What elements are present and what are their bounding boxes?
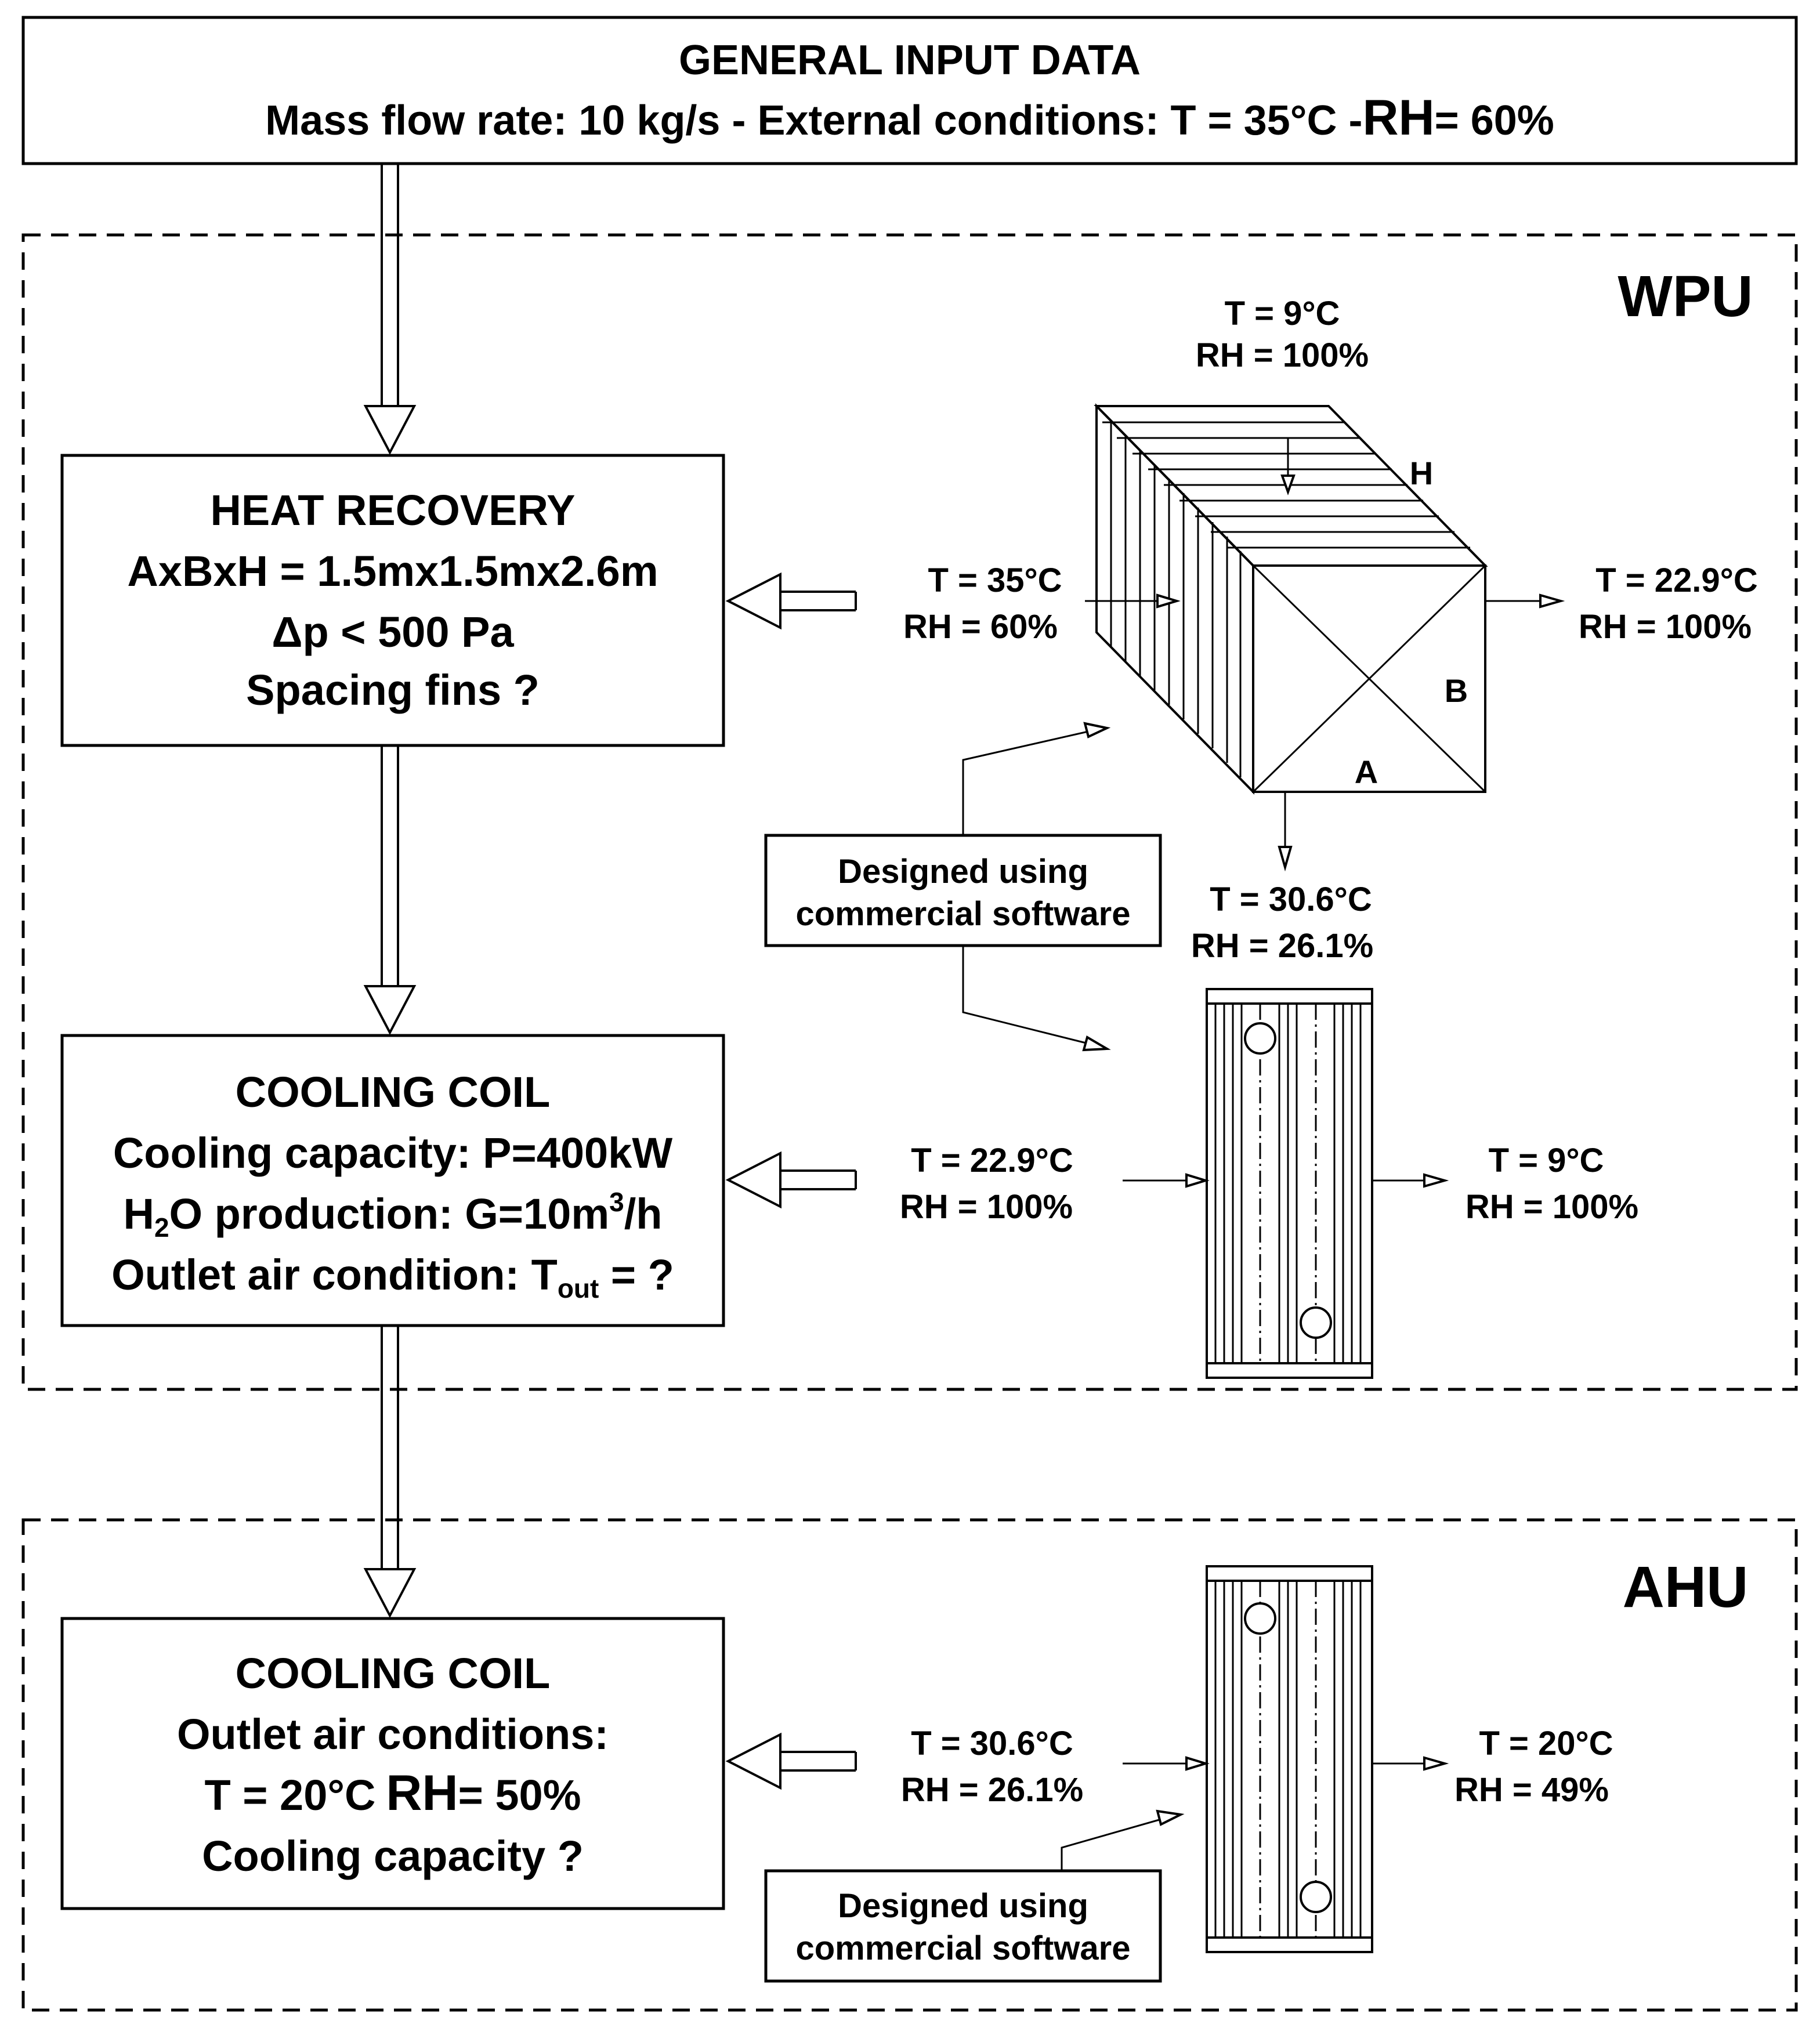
wpu-note-line1: Designed using (838, 853, 1088, 890)
hx-bottom-rh: RH = 26.1% (1191, 927, 1373, 965)
ahu-capacity-question: Cooling capacity ? (202, 1832, 584, 1880)
heat-recovery-box (60, 454, 725, 747)
hx-in-t: T = 35°C (928, 562, 1062, 599)
wpu-coil-drawing (1123, 988, 1449, 1379)
ahu-cooling-coil-title: COOLING COIL (236, 1649, 551, 1697)
wpu-coil-out-rh: RH = 100% (1466, 1188, 1638, 1226)
hx-label-h: H (1410, 455, 1433, 491)
hx-bottom-t: T = 30.6°C (1210, 881, 1372, 918)
heat-recovery-dims: AxBxH = 1.5mx1.5mx2.6m (127, 547, 658, 595)
wpu-software-note (764, 834, 1162, 947)
ahu-outlet-conditions: Outlet air conditions: (177, 1710, 609, 1758)
heat-recovery-dp: Δp < 500 Pa (272, 608, 514, 656)
general-line: Mass flow rate: 10 kg/s - External condi… (265, 90, 1554, 146)
arrow-wpu-to-ahu (363, 1326, 417, 1618)
arrow-ahu-coil-to-box (725, 1732, 857, 1790)
hx-label-a: A (1355, 754, 1378, 790)
arrow-hx-to-heat-recovery (725, 572, 857, 630)
ahu-note-connector (1061, 1809, 1185, 1871)
hx-label-b: B (1445, 672, 1468, 709)
wpu-cooling-coil-box (60, 1034, 725, 1327)
ahu-software-note (764, 1869, 1162, 1983)
ahu-coil-out-rh: RH = 49% (1454, 1771, 1609, 1809)
ahu-note-line1: Designed using (838, 1887, 1088, 1925)
wpu-coil-out-t: T = 9°C (1489, 1142, 1604, 1179)
wpu-cooling-capacity: Cooling capacity: P=400kW (113, 1129, 673, 1177)
hx-out-rh: RH = 100% (1579, 608, 1752, 646)
hx-out-t: T = 22.9°C (1595, 562, 1758, 599)
general-title: GENERAL INPUT DATA (679, 37, 1141, 84)
ahu-note-line2: commercial software (795, 1929, 1130, 1967)
hx-front-face (1252, 564, 1486, 793)
ahu-coil-out-t: T = 20°C (1479, 1725, 1613, 1762)
ahu-coil-in-rh: RH = 26.1% (901, 1771, 1083, 1809)
wpu-coil-in-t: T = 22.9°C (911, 1142, 1073, 1179)
general-input-box (21, 16, 1798, 165)
heat-recovery-question: Spacing fins ? (246, 666, 540, 714)
ahu-coil-in-t: T = 30.6°C (911, 1725, 1073, 1762)
ahu-label: AHU (1623, 1555, 1749, 1620)
heat-exchanger-drawing (1085, 403, 1565, 872)
hx-in-rh: RH = 60% (903, 608, 1058, 646)
arrow-general-to-heat-recovery (363, 164, 417, 455)
wpu-coil-in-rh: RH = 100% (900, 1188, 1073, 1226)
wpu-region (21, 233, 1798, 1391)
arrow-wpu-coil-to-cooling-coil (725, 1151, 857, 1209)
wpu-h2o-production: H2O production: G=10m3/h (124, 1187, 663, 1243)
ahu-coil-drawing (1123, 1565, 1449, 1953)
hx-top-rh: RH = 100% (1196, 336, 1369, 374)
wpu-note-connectors (962, 722, 1111, 1052)
wpu-outlet-condition: Outlet air condition: Tout = ? (111, 1251, 674, 1303)
ahu-region (21, 1518, 1798, 2012)
ahu-cooling-coil-box (60, 1617, 725, 1910)
wpu-label: WPU (1618, 264, 1753, 329)
arrow-heat-recovery-to-cooling-coil (363, 745, 417, 1035)
wpu-note-line2: commercial software (795, 895, 1130, 933)
hx-side-face (1095, 403, 1254, 795)
hx-top-t: T = 9°C (1225, 295, 1340, 332)
wpu-cooling-coil-title: COOLING COIL (236, 1068, 551, 1116)
heat-recovery-title: HEAT RECOVERY (210, 486, 575, 534)
